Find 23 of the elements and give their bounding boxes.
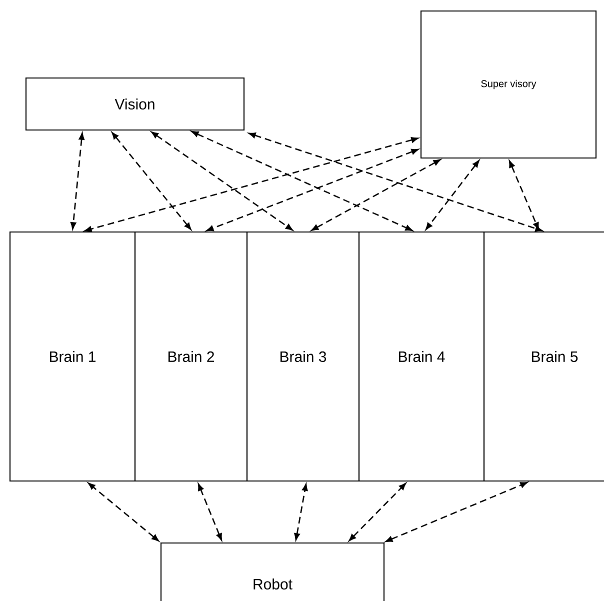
box: Brain 2 bbox=[134, 231, 248, 482]
arrow bbox=[191, 131, 413, 231]
arrow bbox=[112, 132, 192, 230]
box: Super visory bbox=[420, 10, 597, 159]
arrow bbox=[385, 482, 528, 542]
arrow bbox=[348, 482, 406, 542]
box: Vision bbox=[25, 77, 245, 131]
arrow bbox=[508, 160, 540, 230]
box: Brain 1 bbox=[9, 231, 136, 482]
box: Brain 5 bbox=[483, 231, 604, 482]
arrow bbox=[248, 132, 542, 232]
arrow bbox=[198, 484, 222, 540]
arrow bbox=[151, 132, 293, 230]
arrow bbox=[311, 159, 441, 231]
box: Brain 4 bbox=[358, 231, 485, 482]
arrow bbox=[70, 132, 84, 230]
arrow bbox=[84, 137, 418, 232]
box: Brain 3 bbox=[246, 231, 360, 482]
arrow bbox=[88, 482, 159, 542]
arrow bbox=[294, 484, 308, 540]
box: Robot bbox=[160, 542, 385, 601]
arrow bbox=[206, 148, 418, 232]
arrow bbox=[426, 160, 480, 230]
